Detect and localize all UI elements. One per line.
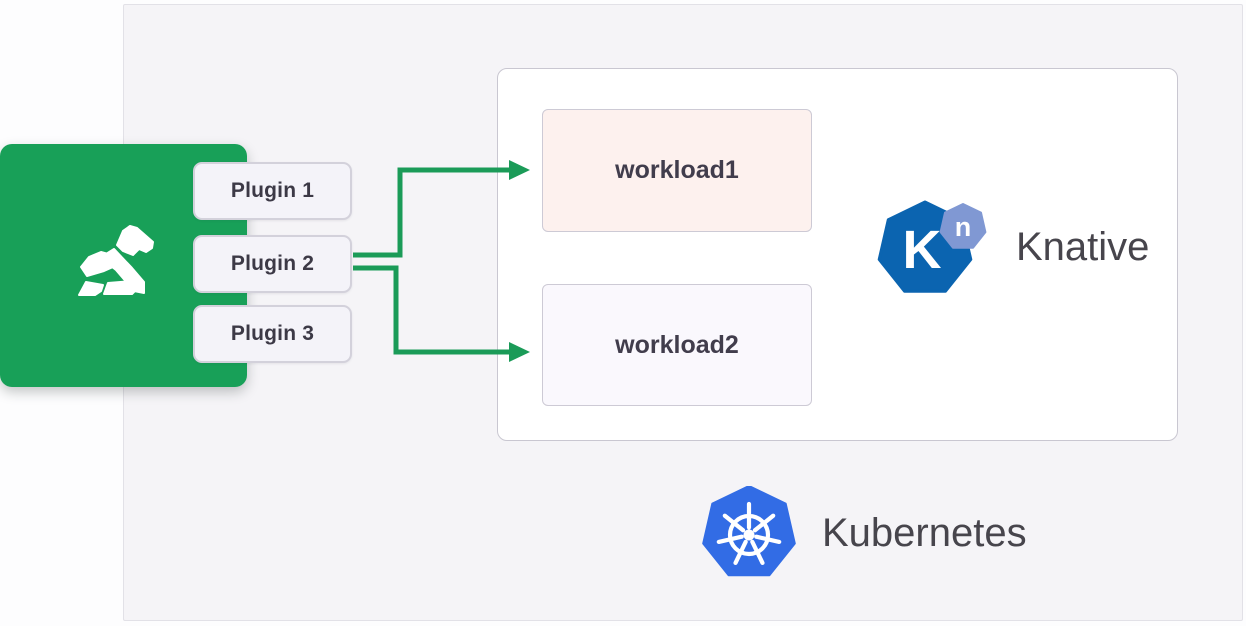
knative-k-letter: K bbox=[903, 220, 942, 280]
knative-n-letter: n bbox=[955, 212, 972, 242]
plugin-2-label: Plugin 2 bbox=[230, 252, 315, 275]
plugin-chip-3: Plugin 3 bbox=[193, 305, 352, 363]
plugin-1-label: Plugin 1 bbox=[230, 179, 315, 202]
workload1-box: workload1 bbox=[542, 109, 812, 232]
kubernetes-logo-group: Kubernetes bbox=[702, 486, 1027, 580]
knative-n-badge bbox=[939, 203, 987, 249]
kubernetes-helm-icon bbox=[702, 486, 796, 577]
workload2-box: workload2 bbox=[542, 284, 812, 406]
plugin-chip-2: Plugin 2 bbox=[193, 235, 352, 293]
knative-logo-group: K n Knative bbox=[876, 197, 1149, 297]
knative-label: Knative bbox=[1016, 224, 1150, 269]
plugin-chip-1: Plugin 1 bbox=[193, 162, 352, 220]
workload2-label: workload2 bbox=[615, 330, 739, 359]
workload1-label: workload1 bbox=[615, 156, 739, 184]
kong-gorilla-icon bbox=[78, 225, 154, 296]
kubernetes-label: Kubernetes bbox=[822, 510, 1027, 555]
knative-heptagon-icon: K n bbox=[877, 200, 987, 293]
plugin-3-label: Plugin 3 bbox=[230, 322, 315, 345]
